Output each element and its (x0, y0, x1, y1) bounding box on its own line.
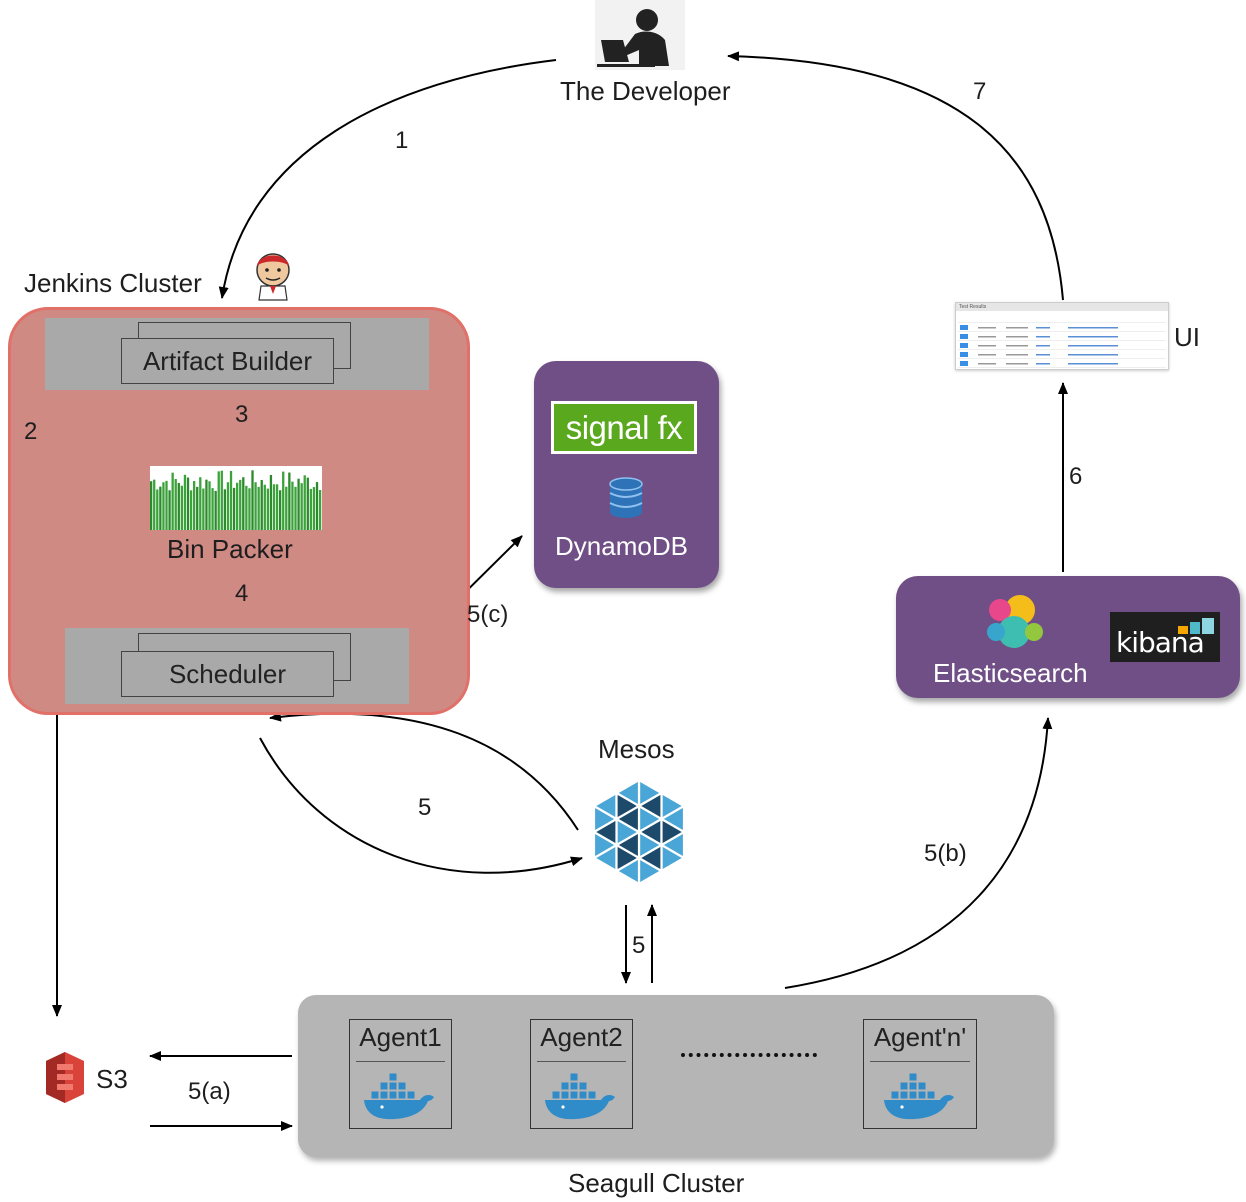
bin-packer-label: Bin Packer (167, 534, 293, 564)
docker-whale-icon (362, 1070, 440, 1127)
step-5-vertical-label: 5 (632, 932, 646, 959)
s3-label: S3 (96, 1064, 128, 1094)
jenkins-butler-icon (253, 250, 293, 302)
agent-1: Agent1 (349, 1019, 452, 1129)
step-5b-label: 5(b) (924, 840, 967, 867)
kibana-logo: kibana (1110, 612, 1220, 662)
signalfx-logo: signal fx (551, 401, 697, 454)
agent-2-separator (537, 1061, 626, 1062)
step-5-upper-label: 5 (418, 794, 432, 821)
elasticsearch-label: Elasticsearch (933, 658, 1088, 688)
agent-1-label: Agent1 (359, 1022, 442, 1052)
seagull-cluster-box: Agent1 Agent2 Agent'n' (298, 995, 1054, 1157)
kibana-logo-text: kibana (1116, 626, 1205, 659)
agent-2: Agent2 (530, 1019, 633, 1129)
agent-1-separator (356, 1061, 445, 1062)
seagull-cluster-label: Seagull Cluster (568, 1168, 745, 1198)
agent-2-label: Agent2 (540, 1022, 623, 1052)
scheduler: Scheduler (121, 651, 334, 697)
bin-packer-chart-icon (150, 466, 322, 530)
artifact-builder: Artifact Builder (121, 338, 334, 384)
step-2-label: 2 (24, 418, 38, 445)
agent-n: Agent'n' (863, 1019, 977, 1129)
storage-box (534, 361, 719, 588)
docker-whale-icon (543, 1070, 621, 1127)
developer-icon (595, 0, 685, 70)
agents-ellipsis (681, 1053, 817, 1057)
arrow-5b (784, 717, 1053, 989)
agent-n-label: Agent'n' (873, 1022, 967, 1052)
ui-screenshot-thumbnail: Test Results (955, 302, 1169, 370)
arrow-1 (218, 59, 557, 299)
step-5c-label: 5(c) (467, 601, 509, 628)
dynamodb-icon (607, 476, 645, 520)
step-1-label: 1 (395, 127, 409, 154)
arrow-7 (727, 51, 1064, 301)
docker-whale-icon (882, 1070, 960, 1127)
step-7-label: 7 (973, 78, 987, 105)
s3-bucket-icon (40, 1050, 90, 1105)
arrow-5-scheduler-to-mesos (259, 737, 583, 874)
ui-label: UI (1174, 322, 1200, 352)
elasticsearch-icon (984, 594, 1046, 652)
jenkins-cluster-label: Jenkins Cluster (24, 268, 202, 298)
step-3-label: 3 (235, 401, 249, 428)
agent-n-separator (870, 1061, 970, 1062)
mesos-hexagon-icon (586, 776, 692, 888)
step-5a-label: 5(a) (188, 1078, 231, 1105)
developer-label: The Developer (560, 76, 731, 106)
mesos-label: Mesos (598, 734, 675, 764)
ui-thumb-titlebar: Test Results (956, 303, 1168, 311)
dynamodb-label: DynamoDB (555, 531, 688, 561)
step-6-label: 6 (1069, 463, 1083, 490)
jenkins-cluster-box: Artifact Builder Bin Packer Scheduler (8, 307, 470, 715)
step-4-label: 4 (235, 580, 249, 607)
ui-thumb-title: Test Results (959, 304, 987, 310)
